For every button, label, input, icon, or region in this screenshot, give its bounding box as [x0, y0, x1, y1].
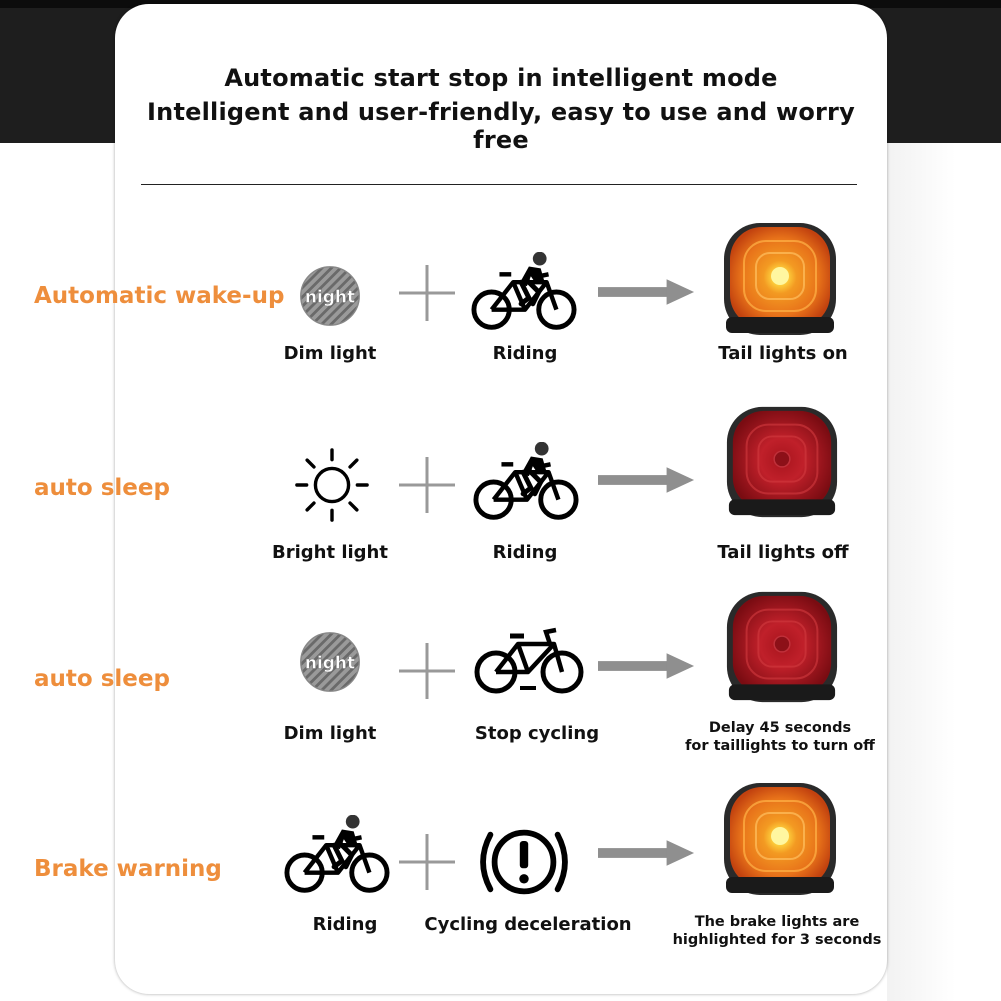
result-label-line-1: The brake lights are	[694, 914, 860, 930]
tail-light-on-icon	[720, 219, 840, 339]
headline-line-2: Intelligent and user-friendly, easy to u…	[147, 98, 855, 154]
night-moon-icon	[297, 629, 363, 695]
condition-label: Stop cycling	[474, 723, 600, 744]
result-label: Tail lights off	[717, 542, 849, 563]
tail-light-off-icon	[723, 403, 841, 521]
plus-icon	[397, 455, 457, 515]
headline-line-1: Automatic start stop in intelligent mode	[224, 64, 778, 92]
condition-label: Dim light	[283, 343, 377, 364]
arrow-right-icon	[598, 465, 696, 495]
tail-light-on-icon	[720, 779, 840, 899]
night-moon-icon	[297, 263, 363, 329]
result-label-line-2: for taillights to turn off	[685, 738, 875, 754]
parked-bicycle-icon	[474, 626, 584, 696]
riding-cyclist-icon	[470, 252, 578, 332]
plus-icon	[397, 832, 457, 892]
divider	[141, 184, 857, 185]
arrow-right-icon	[598, 277, 696, 307]
plus-icon	[397, 263, 457, 323]
condition-label: Riding	[492, 542, 558, 563]
mode-label-auto-sleep: auto sleep	[34, 475, 170, 501]
mode-label-wake-up: Automatic wake-up	[34, 283, 285, 309]
mode-label-auto-sleep: auto sleep	[34, 666, 170, 692]
condition-label: Riding	[492, 343, 558, 364]
result-label: Delay 45 seconds for taillights to turn …	[670, 719, 890, 755]
tail-light-off-icon	[723, 588, 841, 706]
plus-icon	[397, 641, 457, 701]
riding-cyclist-icon	[472, 442, 580, 522]
condition-label: Riding	[312, 914, 378, 935]
result-label-line-2: highlighted for 3 seconds	[672, 932, 882, 948]
condition-label: Dim light	[283, 723, 377, 744]
result-label-line-1: Delay 45 seconds	[708, 720, 852, 736]
brake-warning-icon	[471, 820, 577, 904]
result-label: The brake lights are highlighted for 3 s…	[666, 913, 888, 949]
condition-label: Bright light	[272, 542, 388, 563]
background-fade	[887, 143, 1001, 1001]
mode-label-brake-warning: Brake warning	[34, 856, 222, 882]
arrow-right-icon	[598, 838, 696, 868]
result-label: Tail lights on	[718, 343, 848, 364]
sun-icon	[293, 446, 371, 524]
riding-cyclist-icon	[283, 815, 391, 895]
arrow-right-icon	[598, 651, 696, 681]
condition-label: Cycling deceleration	[424, 914, 632, 935]
